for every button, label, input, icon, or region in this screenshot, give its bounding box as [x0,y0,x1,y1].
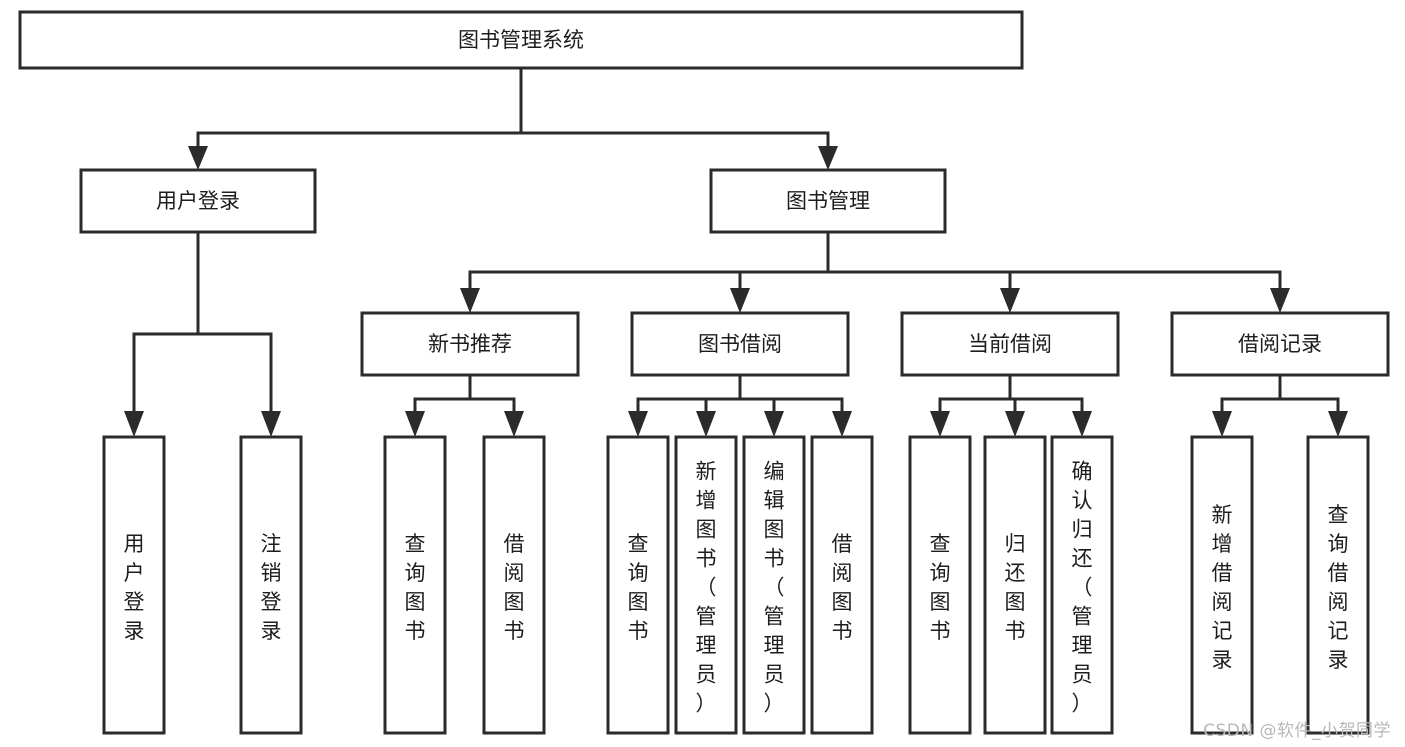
node-root-system-label: 图书管理系统 [458,28,584,52]
node-borrow-record-label: 借阅记录 [1238,332,1322,356]
leaf-return-book[interactable]: 归还图书 [983,435,1047,735]
leaf-add-borrow-record[interactable]: 新增借阅记录 [1190,435,1254,735]
node-user-login[interactable]: 用户登录 [79,168,317,234]
arrow-head-new-book-recommend [460,288,480,313]
leaf-borrow-book-2[interactable]: 借阅图书 [810,435,874,735]
node-current-borrow-box[interactable] [900,311,1120,377]
arrow-head-leaf-confirm-return [1072,411,1092,437]
node-book-borrow-label: 图书借阅 [698,332,782,356]
arrow-head-leaf-return-book [1005,411,1025,437]
arrow-head-leaf-add-record [1212,411,1232,437]
node-book-manage-label: 图书管理 [786,189,870,213]
leaf-query-borrow-record-label: 查询借阅记录 [1328,503,1349,672]
node-root-system[interactable]: 图书管理系统 [18,10,1024,70]
csdn-watermark: CSDN @软件_小贺同学 [1203,721,1391,741]
arrow-head-leaf-query-book-3 [930,411,950,437]
leaf-confirm-return-admin-box[interactable] [1050,435,1114,735]
leaf-logout-login-box[interactable] [239,435,303,735]
leaf-user-login-label: 用户登录 [124,532,145,643]
leaf-user-login-box[interactable] [102,435,166,735]
leaf-query-book-2-box[interactable] [606,435,670,735]
node-user-login-label: 用户登录 [156,189,240,213]
leaf-return-book-label: 归还图书 [1005,532,1026,643]
node-book-borrow-box[interactable] [630,311,850,377]
leaf-borrow-book-1-label: 借阅图书 [504,532,525,643]
leaf-query-book-3-label: 查询图书 [930,532,951,643]
node-root-system-box[interactable] [18,10,1024,70]
leaf-borrow-book-2-label: 借阅图书 [832,532,853,643]
arrow-head-book-borrow [730,288,750,313]
leaf-query-book-1-box[interactable] [383,435,447,735]
leaf-user-login[interactable]: 用户登录 [102,435,166,735]
leaf-query-borrow-record-box[interactable] [1306,435,1370,735]
arrow-head-leaf-borrow-book-1 [504,411,524,437]
arrow-head-current-borrow [1000,288,1020,313]
arrow-head-borrow-record [1270,288,1290,313]
node-new-book-recommend-box[interactable] [360,311,580,377]
arrow-head-leaf-edit-book [764,411,784,437]
leaf-query-book-2[interactable]: 查询图书 [606,435,670,735]
connector-layer [124,66,1348,437]
leaf-add-borrow-record-label: 新增借阅记录 [1212,503,1233,672]
leaf-return-book-box[interactable] [983,435,1047,735]
node-book-manage[interactable]: 图书管理 [709,168,947,234]
node-book-borrow[interactable]: 图书借阅 [630,311,850,377]
arrow-head-leaf-query-book-2 [628,411,648,437]
arrow-head-leaf-logout [261,411,281,437]
node-current-borrow[interactable]: 当前借阅 [900,311,1120,377]
node-user-login-box[interactable] [79,168,317,234]
leaf-query-book-1-label: 查询图书 [405,532,426,643]
leaf-confirm-return-admin[interactable]: 确认归还（管理员） [1050,435,1114,735]
leaf-edit-book-admin-box[interactable] [742,435,806,735]
leaf-query-book-3-box[interactable] [908,435,972,735]
node-book-manage-box[interactable] [709,168,947,234]
leaf-confirm-return-admin-label: 确认归还（管理员） [1072,459,1093,715]
leaf-borrow-book-1-box[interactable] [482,435,546,735]
arrow-head-book-manage [818,146,838,170]
arrow-head-user-login [188,146,208,170]
leaf-add-book-admin-label: 新增图书（管理员） [696,459,717,715]
leaf-query-book-3[interactable]: 查询图书 [908,435,972,735]
leaf-query-book-1[interactable]: 查询图书 [383,435,447,735]
leaf-query-book-2-label: 查询图书 [628,532,649,643]
leaf-logout-login[interactable]: 注销登录 [239,435,303,735]
arrow-head-leaf-query-record [1328,411,1348,437]
leaf-add-book-admin[interactable]: 新增图书（管理员） [674,435,738,735]
leaf-query-borrow-record[interactable]: 查询借阅记录 [1306,435,1370,735]
leaf-add-borrow-record-box[interactable] [1190,435,1254,735]
arrow-head-leaf-user-login [124,411,144,437]
leaf-edit-book-admin-label: 编辑图书（管理员） [764,459,785,715]
node-borrow-record[interactable]: 借阅记录 [1170,311,1390,377]
node-new-book-recommend[interactable]: 新书推荐 [360,311,580,377]
arrow-head-leaf-add-book [696,411,716,437]
leaf-logout-login-label: 注销登录 [261,532,282,643]
arrow-head-leaf-query-book-1 [405,411,425,437]
leaf-add-book-admin-box[interactable] [674,435,738,735]
node-borrow-record-box[interactable] [1170,311,1390,377]
leaf-borrow-book-1[interactable]: 借阅图书 [482,435,546,735]
node-current-borrow-label: 当前借阅 [968,332,1052,356]
arrow-head-leaf-borrow-book-2 [832,411,852,437]
leaf-borrow-book-2-box[interactable] [810,435,874,735]
leaf-edit-book-admin[interactable]: 编辑图书（管理员） [742,435,806,735]
node-new-book-recommend-label: 新书推荐 [428,332,512,356]
